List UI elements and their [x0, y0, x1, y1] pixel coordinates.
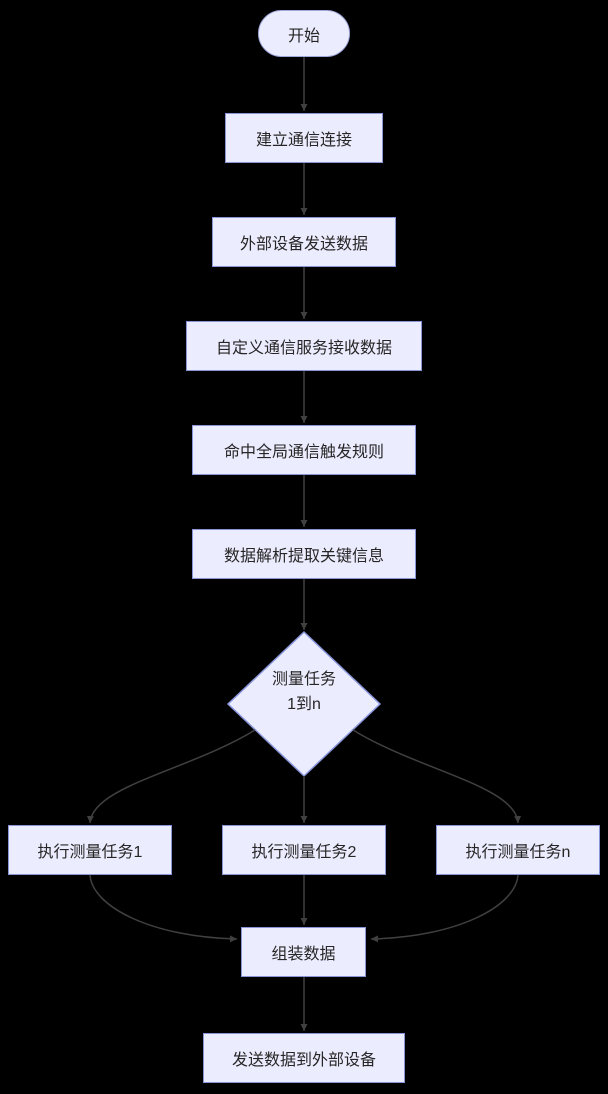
node-decision-label: 测量任务 1到n	[234, 668, 374, 718]
node-exec-task2: 执行测量任务2	[222, 825, 386, 875]
node-exec-task1-label: 执行测量任务1	[37, 844, 143, 861]
node-parse-extract: 数据解析提取关键信息	[192, 529, 416, 579]
node-trigger-rule: 命中全局通信触发规则	[192, 425, 416, 475]
node-decision-label-line2: 1到n	[287, 695, 321, 713]
node-exec-taskn: 执行测量任务n	[436, 825, 600, 875]
edge-task1-assemble	[89, 874, 238, 943]
node-exec-task1: 执行测量任务1	[8, 825, 172, 875]
node-establish-connection: 建立通信连接	[225, 113, 383, 163]
edge-decision-task1	[86, 729, 256, 824]
node-external-device-send-label: 外部设备发送数据	[239, 236, 368, 253]
node-exec-task2-label: 执行测量任务2	[251, 844, 357, 861]
node-start: 开始	[258, 10, 350, 57]
node-trigger-rule-label: 命中全局通信触发规则	[223, 444, 384, 461]
node-custom-service-receive-label: 自定义通信服务接收数据	[215, 340, 392, 357]
node-send-to-external-label: 发送数据到外部设备	[231, 1052, 376, 1069]
node-establish-connection-label: 建立通信连接	[255, 132, 352, 149]
edge-taskn-assemble	[370, 874, 519, 943]
node-assemble-data-label: 组装数据	[271, 946, 336, 963]
node-decision-label-line1: 测量任务	[271, 671, 336, 688]
node-parse-extract-label: 数据解析提取关键信息	[223, 548, 384, 565]
edge-decision-taskn	[352, 729, 522, 824]
node-exec-taskn-label: 执行测量任务n	[465, 844, 571, 861]
node-send-to-external: 发送数据到外部设备	[203, 1033, 405, 1083]
node-start-label: 开始	[287, 27, 320, 45]
node-assemble-data: 组装数据	[241, 927, 366, 977]
node-external-device-send: 外部设备发送数据	[212, 217, 396, 267]
node-custom-service-receive: 自定义通信服务接收数据	[186, 321, 422, 371]
